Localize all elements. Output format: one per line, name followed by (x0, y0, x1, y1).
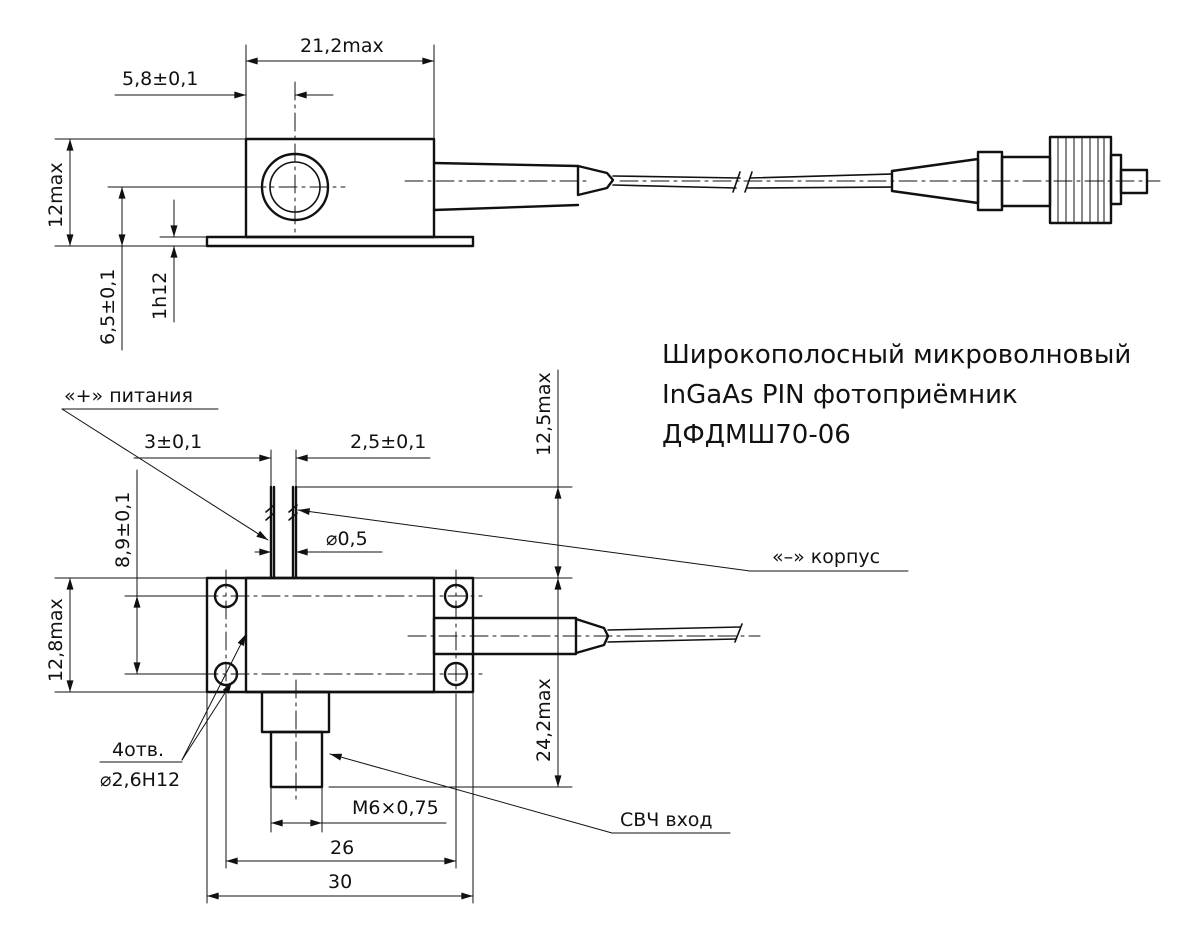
plan-pins (265, 485, 298, 580)
title-line-3: ДФДМШ70-06 (662, 420, 851, 450)
dim-body-height: 12,8max (45, 598, 67, 682)
title-line-2: InGaAs PIN фотоприёмник (662, 380, 1018, 410)
dim-pin-length: 8,9±0,1 (112, 492, 134, 568)
dim-axis-height: 6,5±0,1 (97, 269, 119, 345)
dim-plate-thickness: 1h12 (149, 272, 171, 320)
product-title: Широкополосный микроволновый InGaAs PIN … (662, 340, 1131, 450)
dim-thread: M6×0,75 (352, 797, 439, 819)
dim-hole-spacing: 26 (330, 837, 354, 859)
callout-holes-diameter: ⌀2,6H12 (100, 769, 180, 791)
dim-body-depth-max: 24,2max (533, 678, 555, 762)
dim-total-width: 30 (328, 871, 352, 893)
callout-minus-case: «–» корпус (772, 546, 880, 568)
callout-plus-power: «+» питания (64, 385, 193, 407)
dim-pin-height-max: 12,5max (533, 372, 555, 456)
dim-pin-left: 3±0,1 (144, 431, 202, 453)
title-line-1: Широкополосный микроволновый (662, 340, 1131, 370)
dim-pin-right: 2,5±0,1 (350, 431, 426, 453)
side-body (244, 137, 436, 239)
dim-top-offset: 5,8±0,1 (122, 68, 198, 90)
side-base-plate (205, 235, 475, 248)
callout-rf-input: СВЧ вход (620, 809, 713, 831)
side-view: 21,2max 5,8±0,1 12max 6,5±0,1 1h12 (45, 35, 1161, 351)
plan-view: 3±0,1 2,5±0,1 ⌀0,5 8,9±0,1 12,8max 12,5m… (45, 369, 909, 904)
dim-pin-diameter: ⌀0,5 (326, 528, 368, 550)
callout-holes-count: 4отв. (112, 739, 164, 761)
dim-top-width: 21,2max (300, 35, 384, 57)
plan-body (244, 576, 436, 694)
dim-top-height: 12max (45, 162, 67, 228)
